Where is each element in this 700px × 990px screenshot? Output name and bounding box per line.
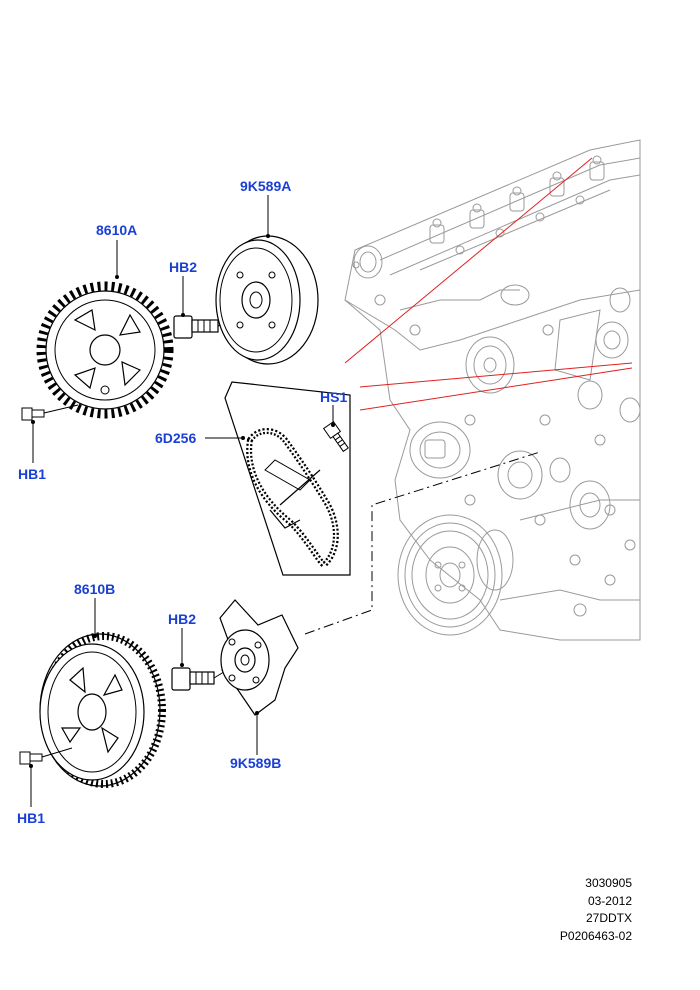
camshaft-sprocket-icon — [39, 632, 166, 788]
location-leader-lines — [344, 157, 633, 411]
pulley-hub-icon — [215, 235, 319, 365]
callout-HB1-bottom[interactable]: HB1 — [17, 810, 46, 826]
bolt-icon — [19, 747, 73, 765]
callout-HB1-top[interactable]: HB1 — [18, 466, 47, 482]
engine-block-illustration — [344, 139, 641, 641]
bolt-icon — [21, 404, 79, 421]
camshaft-sprocket-icon — [36, 281, 174, 419]
location-dashed-line — [304, 451, 541, 635]
callout-9K589B[interactable]: 9K589B — [230, 755, 282, 771]
callout-6D256[interactable]: 6D256 — [155, 430, 197, 446]
callout-8610A[interactable]: 8610A — [96, 222, 138, 238]
timing-chain-kit — [205, 381, 351, 576]
callout-9K589A[interactable]: 9K589A — [240, 178, 292, 194]
callout-HS1[interactable]: HS1 — [320, 389, 348, 405]
reference-illustration-id: P0206463-02 — [559, 929, 632, 943]
reference-code: 3030905 — [585, 876, 632, 890]
chain-frame — [224, 381, 351, 576]
reference-date: 03-2012 — [587, 894, 632, 908]
callout-8610B[interactable]: 8610B — [74, 581, 116, 597]
callout-HB2-bottom[interactable]: HB2 — [168, 611, 197, 627]
callout-HB2-top[interactable]: HB2 — [169, 259, 198, 275]
reference-model: 27DDTX — [585, 911, 632, 925]
pulley-hub-icon — [219, 599, 299, 716]
bolt-icon — [322, 420, 349, 453]
timing-chain-icon — [246, 428, 339, 569]
